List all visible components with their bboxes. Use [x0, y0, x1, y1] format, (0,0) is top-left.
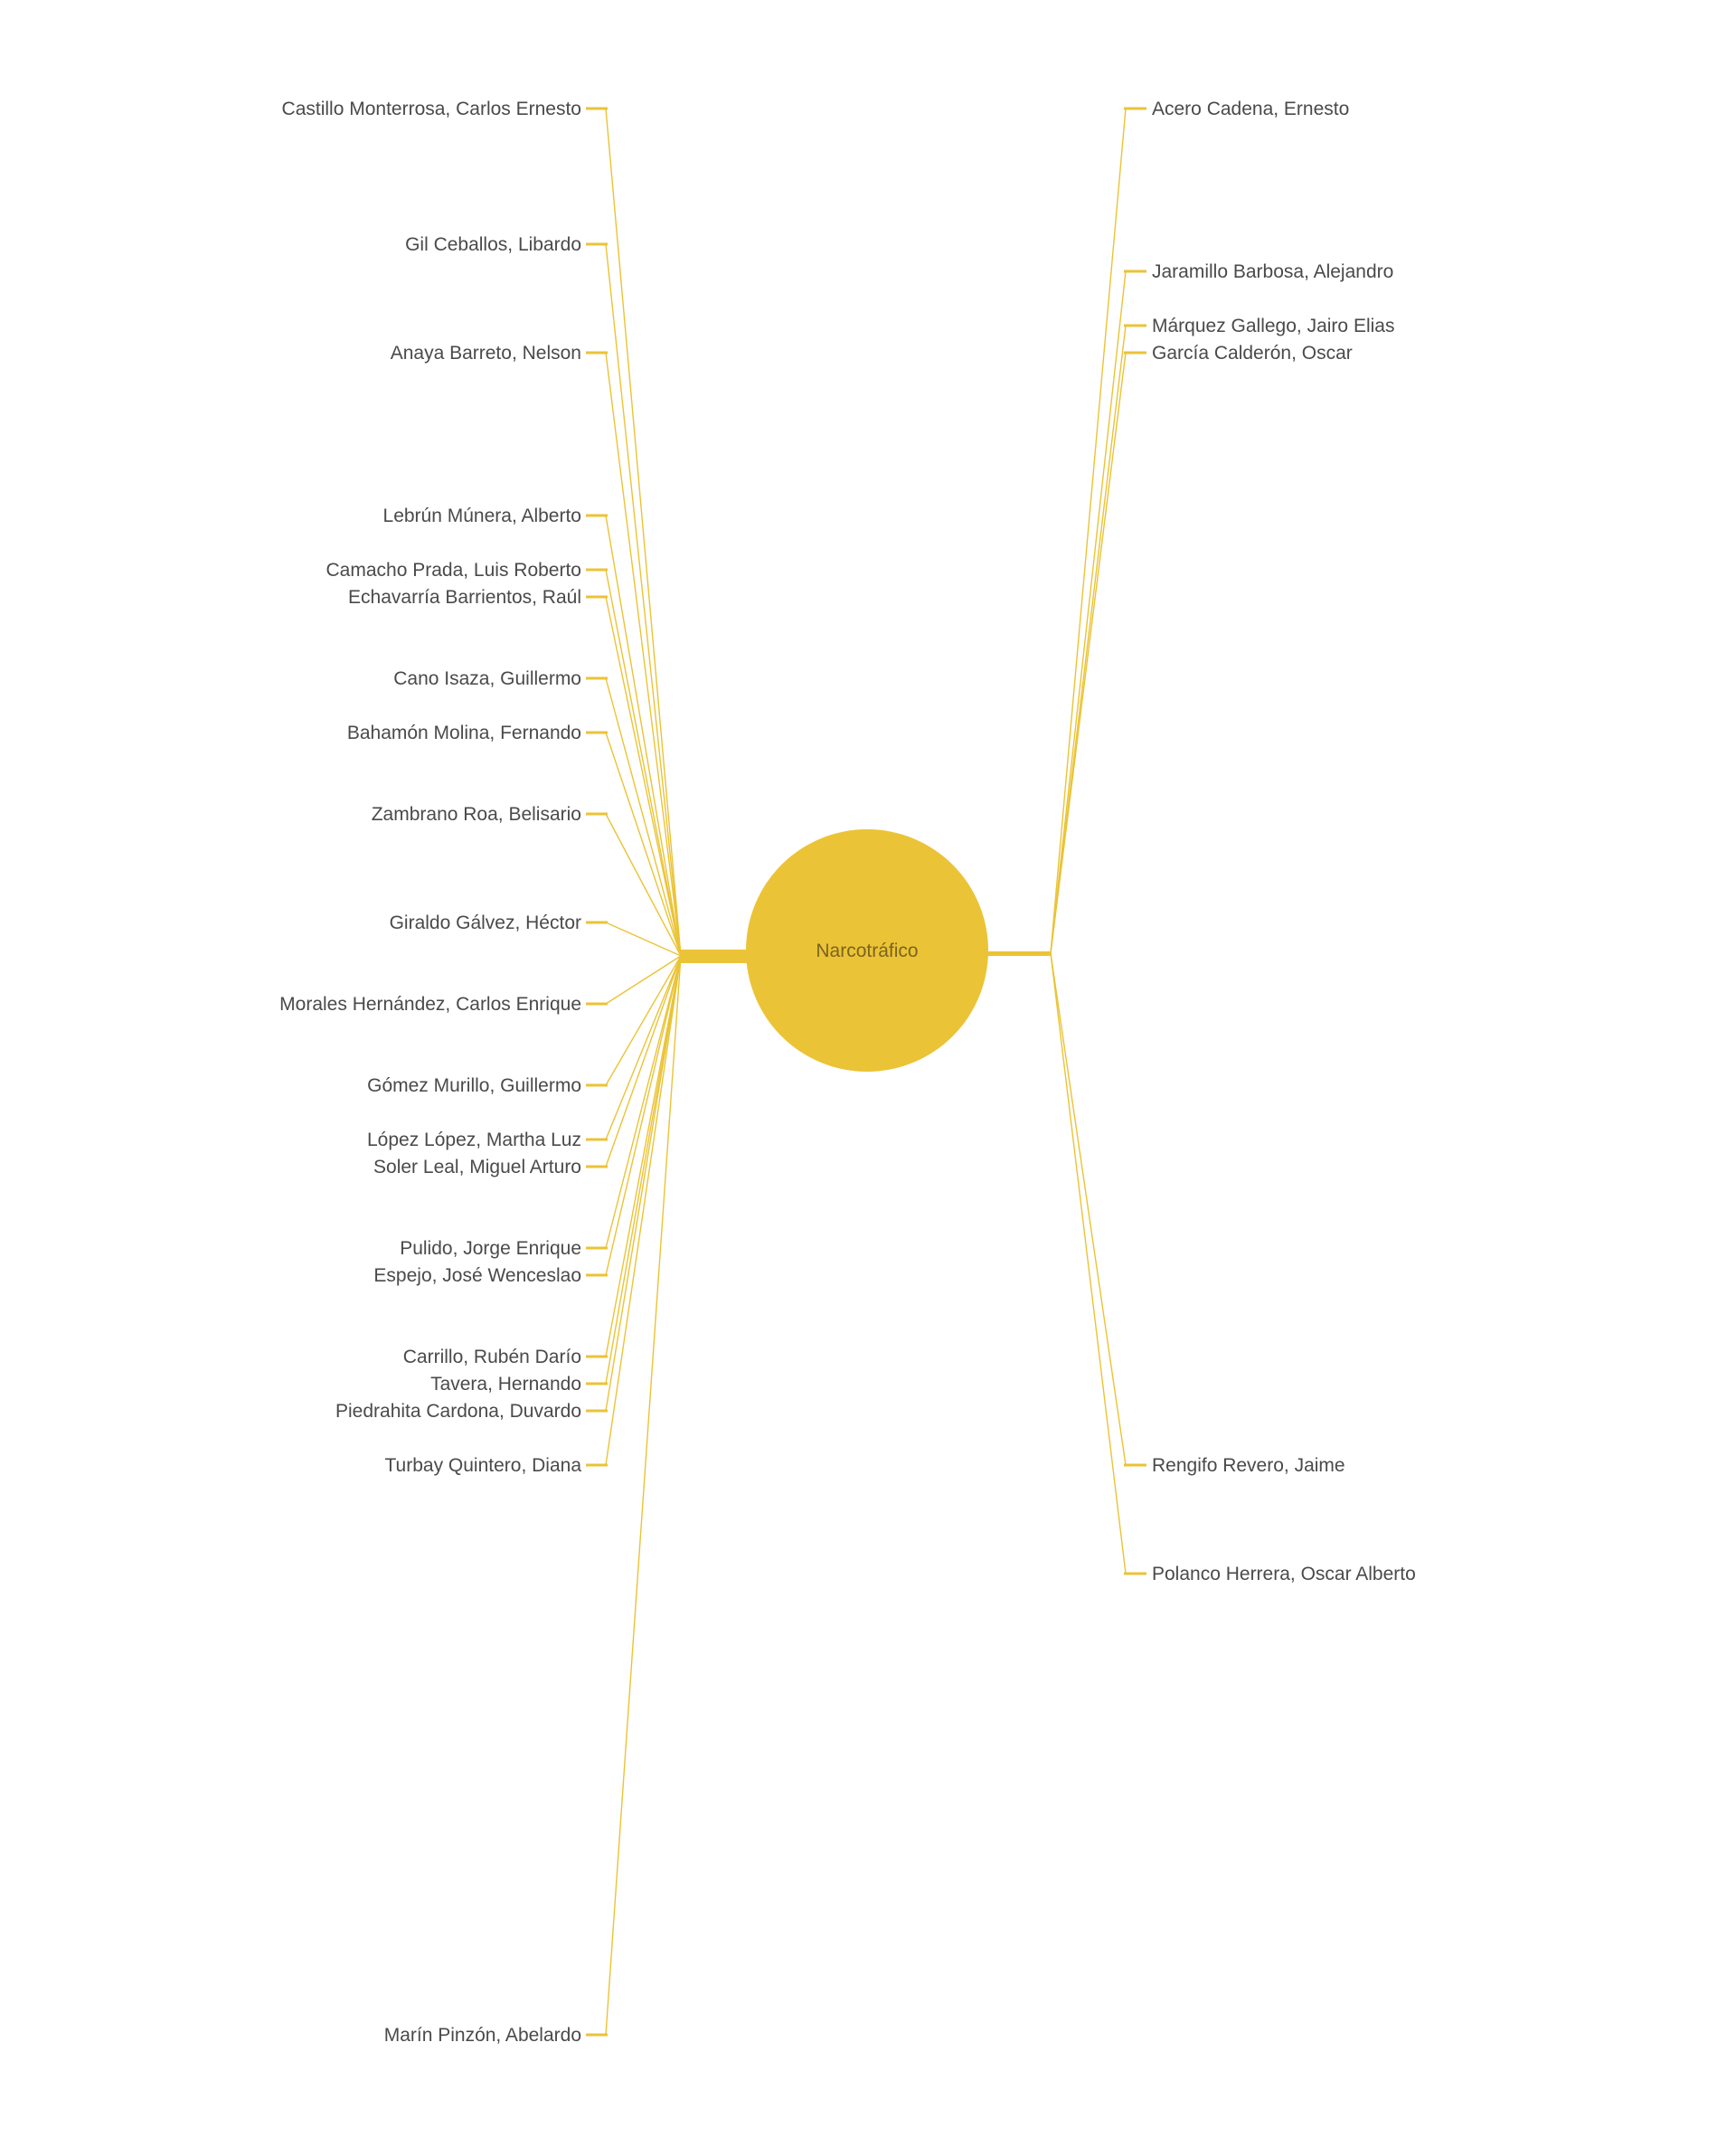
leaf-node[interactable]: Zambrano Roa, Belisario [372, 804, 608, 825]
leaf-node[interactable]: Echavarría Barrientos, Raúl [348, 587, 608, 608]
leaf-label: Pulido, Jorge Enrique [400, 1238, 581, 1259]
leaf-node[interactable]: Giraldo Gálvez, Héctor [390, 912, 608, 933]
leaf-label: Anaya Barreto, Nelson [391, 343, 581, 364]
leaf-label: Piedrahita Cardona, Duvardo [335, 1401, 581, 1422]
leaf-label: Carrillo, Rubén Darío [403, 1347, 581, 1367]
leaf-label: Gil Ceballos, Libardo [405, 234, 581, 255]
leaf-label: Camacho Prada, Luis Roberto [326, 560, 582, 581]
leaf-label: Morales Hernández, Carlos Enrique [279, 994, 581, 1015]
leaf-label: Márquez Gallego, Jairo Elias [1152, 316, 1394, 336]
leaf-node[interactable]: Jaramillo Barbosa, Alejandro [1124, 261, 1393, 282]
leaf-node[interactable]: Morales Hernández, Carlos Enrique [279, 994, 608, 1015]
connector-line [1050, 952, 1127, 1574]
connector-line [605, 955, 682, 1385]
leaf-node[interactable]: Carrillo, Rubén Darío [403, 1347, 608, 1367]
leaf-node[interactable]: Camacho Prada, Luis Roberto [326, 560, 609, 581]
leaf-label: Bahamón Molina, Fernando [347, 723, 581, 743]
leaf-node[interactable]: Rengifo Revero, Jaime [1124, 1455, 1345, 1476]
leaf-node[interactable]: Anaya Barreto, Nelson [391, 343, 608, 364]
leaf-label: Giraldo Gálvez, Héctor [390, 912, 581, 933]
connector-line [1050, 108, 1127, 954]
leaf-label: Marín Pinzón, Abelardo [384, 2025, 581, 2046]
leaf-node[interactable]: Espejo, José Wenceslao [373, 1265, 608, 1286]
leaf-node[interactable]: Lebrún Múnera, Alberto [383, 506, 608, 526]
connector-line [605, 955, 682, 1005]
connector-line [605, 955, 682, 1086]
connector-line [605, 677, 682, 957]
connector-line [605, 596, 682, 957]
leaf-label: Echavarría Barrientos, Raúl [348, 587, 581, 608]
leaf-node[interactable]: Piedrahita Cardona, Duvardo [335, 1401, 608, 1422]
connector-line [605, 108, 682, 957]
connector-line [605, 955, 682, 1276]
connector-lines [605, 108, 1127, 2036]
connector-line [605, 955, 682, 1466]
leaf-node[interactable]: Gómez Murillo, Guillermo [367, 1075, 608, 1096]
leaf-node[interactable]: Tavera, Hernando [430, 1374, 608, 1395]
center-node[interactable] [746, 829, 988, 1072]
left-trunk [681, 950, 748, 963]
leaf-label: Espejo, José Wenceslao [373, 1265, 581, 1286]
leaf-node[interactable]: Pulido, Jorge Enrique [400, 1238, 608, 1259]
connector-line [605, 813, 682, 957]
leaf-label: Jaramillo Barbosa, Alejandro [1152, 261, 1393, 282]
leaf-node[interactable]: López López, Martha Luz [367, 1130, 608, 1150]
connector-line [605, 955, 682, 1357]
leaf-node[interactable]: Márquez Gallego, Jairo Elias [1124, 316, 1394, 336]
leaf-label: Turbay Quintero, Diana [385, 1455, 582, 1476]
connector-line [605, 515, 682, 957]
leaf-label: Lebrún Múnera, Alberto [383, 506, 581, 526]
leaf-label: Soler Leal, Miguel Arturo [373, 1157, 581, 1177]
connector-line [605, 352, 682, 957]
leaf-node[interactable]: Bahamón Molina, Fernando [347, 723, 608, 743]
leaf-label: García Calderón, Oscar [1152, 343, 1353, 364]
leaf-node[interactable]: Soler Leal, Miguel Arturo [373, 1157, 608, 1177]
leaf-node[interactable]: Acero Cadena, Ernesto [1124, 99, 1349, 119]
leaf-label: Zambrano Roa, Belisario [372, 804, 581, 825]
connector-line [605, 732, 682, 957]
leaf-label: Gómez Murillo, Guillermo [367, 1075, 581, 1096]
leaf-label: Acero Cadena, Ernesto [1152, 99, 1349, 119]
connector-line [605, 243, 682, 957]
leaf-label: Rengifo Revero, Jaime [1152, 1455, 1345, 1476]
leaf-node[interactable]: Gil Ceballos, Libardo [405, 234, 608, 255]
connector-line [605, 955, 682, 1168]
leaf-node[interactable]: Turbay Quintero, Diana [385, 1455, 609, 1476]
leaf-node[interactable]: García Calderón, Oscar [1124, 343, 1353, 364]
connector-line [605, 955, 682, 2036]
leaf-node[interactable]: Marín Pinzón, Abelardo [384, 2025, 608, 2046]
leaf-label: López López, Martha Luz [367, 1130, 581, 1150]
leaf-label: Cano Isaza, Guillermo [393, 668, 581, 689]
leaf-node[interactable]: Castillo Monterrosa, Carlos Ernesto [282, 99, 608, 119]
right-trunk [986, 951, 1051, 956]
connector-line [1050, 352, 1127, 954]
leaf-label: Polanco Herrera, Oscar Alberto [1152, 1564, 1416, 1584]
leaf-label: Castillo Monterrosa, Carlos Ernesto [282, 99, 581, 119]
connector-line [1050, 952, 1127, 1466]
leaf-node[interactable]: Cano Isaza, Guillermo [393, 668, 608, 689]
connector-line [1050, 270, 1127, 954]
leaf-label: Tavera, Hernando [430, 1374, 581, 1395]
connector-line [605, 955, 682, 1412]
connector-line [605, 955, 682, 1140]
center-node-label: Narcotráfico [816, 941, 918, 961]
connector-line [605, 569, 682, 957]
connector-line [605, 922, 682, 957]
connector-line [605, 955, 682, 1249]
leaf-node[interactable]: Polanco Herrera, Oscar Alberto [1124, 1564, 1416, 1584]
